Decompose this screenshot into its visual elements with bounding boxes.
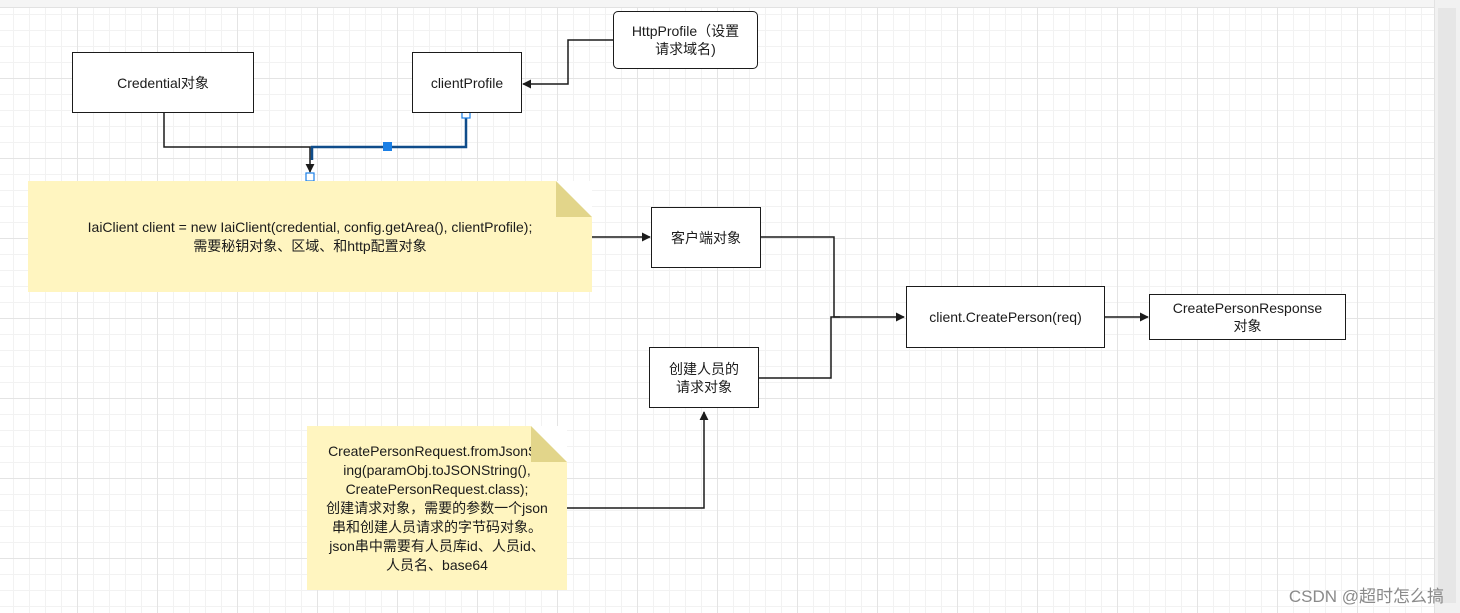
- top-toolbar-edge: [0, 0, 1434, 8]
- request-object-node-label: 创建人员的 请求对象: [669, 360, 739, 395]
- clientprofile-node-label: clientProfile: [430, 74, 504, 91]
- vertical-scrollbar-thumb[interactable]: [1438, 8, 1456, 603]
- edge-client-object-to-createperson[interactable]: [760, 236, 905, 322]
- response-node[interactable]: CreatePersonResponse 对象: [1149, 294, 1346, 340]
- createperson-node[interactable]: client.CreatePerson(req): [906, 286, 1105, 348]
- edge-end-handle[interactable]: [305, 172, 315, 182]
- httpprofile-node-label: HttpProfile（设置 请求域名): [631, 23, 740, 57]
- client-code-note-text: IaiClient client = new IaiClient(credent…: [87, 218, 533, 254]
- request-code-note-text: CreatePersonRequest.fromJsonStr ing(para…: [326, 442, 548, 573]
- edge-httpprofile-to-clientprofile[interactable]: [522, 39, 614, 89]
- clientprofile-node[interactable]: clientProfile: [412, 52, 522, 113]
- credential-node-label: Credential对象: [117, 74, 209, 91]
- createperson-node-label: client.CreatePerson(req): [929, 309, 1082, 325]
- edge-request-note-to-request-object[interactable]: [567, 411, 709, 509]
- note-fold-corner: [556, 181, 592, 217]
- edge-request-object-to-createperson[interactable]: [758, 316, 840, 379]
- edge-credential-to-client-note[interactable]: [163, 112, 315, 173]
- client-object-node-label: 客户端对象: [671, 229, 741, 246]
- client-code-note[interactable]: IaiClient client = new IaiClient(credent…: [28, 181, 592, 292]
- request-code-note[interactable]: CreatePersonRequest.fromJsonStr ing(para…: [307, 426, 567, 590]
- response-node-label: CreatePersonResponse 对象: [1172, 300, 1323, 334]
- client-object-node[interactable]: 客户端对象: [651, 207, 761, 268]
- credential-node[interactable]: Credential对象: [72, 52, 254, 113]
- note-fold-corner: [531, 426, 567, 462]
- request-object-node[interactable]: 创建人员的 请求对象: [649, 347, 759, 408]
- csdn-watermark: CSDN @超时怎么搞: [1288, 587, 1444, 606]
- httpprofile-node[interactable]: HttpProfile（设置 请求域名): [613, 11, 758, 69]
- edge-midpoint-handle[interactable]: [383, 142, 392, 151]
- edge-clientprofile-to-client-note[interactable]: [310, 114, 468, 160]
